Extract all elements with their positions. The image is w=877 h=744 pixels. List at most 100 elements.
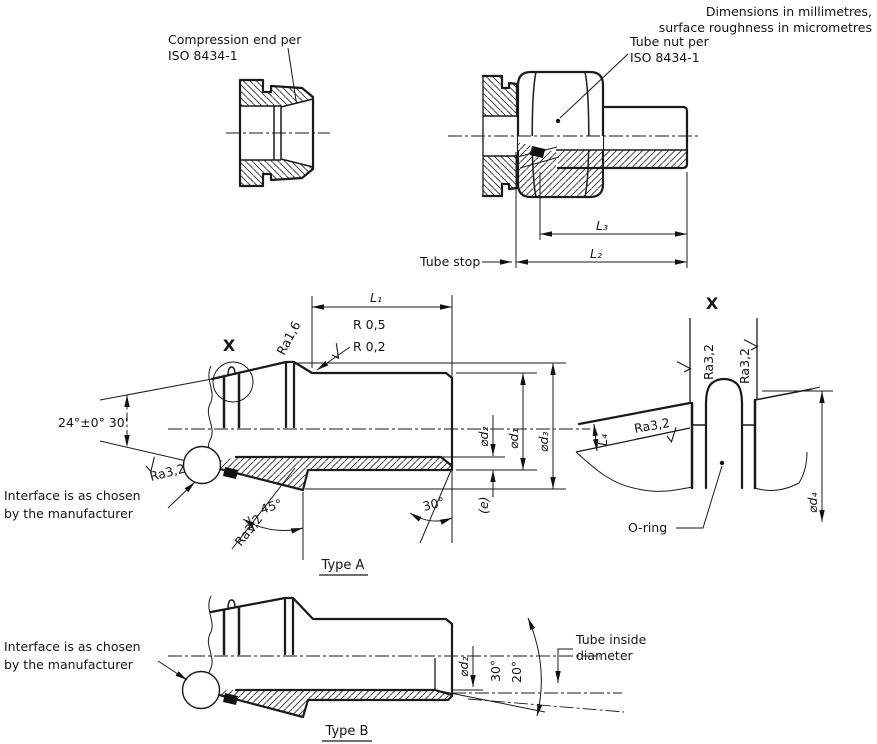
tube-inside-leader <box>555 648 573 683</box>
d4-dimension: ⌀d₄ <box>805 391 825 522</box>
fitting-bore-lines <box>483 115 517 157</box>
d2-dimension: ⌀d₂ <box>476 415 496 456</box>
detail-x-reference: X <box>223 336 236 355</box>
compression-end-label-1: Compression end per <box>168 32 302 47</box>
l1-dimension: L₁ <box>312 290 452 310</box>
tube-outline <box>556 105 689 170</box>
cone-angle-dimension: 24°±0° 30' <box>58 395 130 447</box>
nut-section-hatch <box>517 142 687 197</box>
radius-02-label: R 0,2 <box>353 339 386 354</box>
interface-note-1: Interface is as chosen <box>4 488 141 503</box>
section-hatch <box>204 690 452 717</box>
oring-groove-walls <box>222 372 241 429</box>
radius-leader <box>316 346 351 371</box>
interface-note-1: Interface is as chosen <box>4 639 141 654</box>
ra32-label: Ra3,2 <box>148 461 187 484</box>
note-line-2: surface roughness in micrometres <box>659 20 872 35</box>
tube-stop-label: Tube stop <box>419 254 480 269</box>
o-ring-outline <box>704 377 744 490</box>
cone-surface-line <box>577 401 692 426</box>
tube-nut-label-1: Tube nut per <box>629 34 710 49</box>
l4-dimension: L₄ <box>592 423 610 452</box>
note-line-1: Dimensions in millimetres, <box>706 4 872 19</box>
detail-x-title: X <box>706 294 719 313</box>
ra16-label: Ra1,6 <box>273 319 303 358</box>
ra32-label: Ra3,2 <box>737 348 752 384</box>
section-hatch <box>204 457 452 490</box>
body-outline <box>238 78 315 188</box>
internal-cone-line <box>434 689 546 713</box>
d3-dimension: ⌀d₃ <box>536 363 556 489</box>
leader-dot <box>555 118 561 124</box>
extension-lines <box>762 386 833 392</box>
cone-inner-line <box>575 427 691 453</box>
l1-label: L₁ <box>370 290 382 305</box>
leader-line <box>559 53 629 119</box>
compression-end-label-2: ISO 8434-1 <box>168 48 238 63</box>
tube-inside-axis-lines <box>452 692 625 713</box>
d2-label: ⌀d₂ <box>456 657 471 677</box>
ra32-label: Ra3,2 <box>633 415 671 436</box>
angle-45-label: 45° <box>258 496 284 517</box>
groove-walls <box>690 398 757 490</box>
roughness-icon <box>676 361 692 373</box>
tube-inside-label-1: Tube inside <box>575 632 647 647</box>
roughness-icon <box>327 342 345 361</box>
oring-groove-dome <box>227 599 236 610</box>
angle-arc <box>527 617 543 717</box>
radius-05-label: R 0,5 <box>353 317 386 332</box>
l4-label: L₄ <box>595 434 610 446</box>
leader-dot <box>719 460 725 466</box>
o-ring-label: O-ring <box>628 520 667 535</box>
interface-circle <box>181 670 221 710</box>
detail-callout-circle <box>212 361 254 403</box>
break-outline <box>575 451 808 492</box>
cone-angle-label: 24°±0° 30' <box>58 415 128 430</box>
type-b-title: Type B <box>325 724 369 739</box>
interface-circle <box>182 445 222 485</box>
tube-inside-label-2: diameter <box>576 648 634 663</box>
angle-30-label: 30° <box>421 494 446 514</box>
l3-label: L₃ <box>596 218 608 233</box>
interface-note-2: by the manufacturer <box>4 506 134 521</box>
dimension-line <box>592 423 599 452</box>
l2-label: L₂ <box>590 246 602 261</box>
groove-extension-walls <box>689 318 758 403</box>
interface-note-2: by the manufacturer <box>4 657 134 672</box>
angle-arc <box>409 512 453 525</box>
o-ring-leader <box>676 465 723 529</box>
tube-nut-label-2: ISO 8434-1 <box>630 50 700 65</box>
d1-label: ⌀d₁ <box>506 429 521 449</box>
e-dimension: (e) <box>476 470 496 514</box>
ra32-label: Ra3,2 <box>701 344 716 380</box>
chamfer-line <box>419 467 453 544</box>
e-label: (e) <box>476 497 491 514</box>
nut-bore-clear <box>518 136 603 150</box>
angle-30-label: 30° <box>488 660 503 682</box>
seal-ring <box>530 146 545 158</box>
fitting-hatch <box>483 76 517 196</box>
interface-leader <box>157 660 188 681</box>
interface-leader <box>167 481 196 509</box>
d4-label: ⌀d₄ <box>805 493 820 513</box>
l3-dimension: L₃ <box>540 218 687 237</box>
oring-groove-dome <box>227 366 236 377</box>
extension-lines <box>515 152 688 268</box>
angle-30-dimension: 30° <box>409 467 453 544</box>
compression-end-view: Compression end per ISO 8434-1 <box>168 32 330 188</box>
angle-arc <box>242 518 304 534</box>
body-outline <box>202 596 454 719</box>
d2-label: ⌀d₂ <box>476 427 491 447</box>
l2-dimension: L₂ <box>516 246 687 265</box>
angle-20-label: 20° <box>509 661 524 683</box>
detail-x-view: X Ra3,2 Ra3,2 L₄ Ra3,2 ⌀d₄ O-ring <box>575 294 833 535</box>
d3-label: ⌀d₃ <box>536 432 551 452</box>
chamfer-line <box>231 467 296 550</box>
oring-groove-walls <box>222 606 241 656</box>
tube-nut-view: Tube nut per ISO 8434-1 L₃ L₂ Tube stop <box>419 34 710 269</box>
type-b-view: ⌀d₂ 30° 20° Tube inside diameter Interfa… <box>4 595 647 742</box>
extension-lines-horizontal <box>296 362 566 490</box>
type-a-title: Type A <box>321 558 365 573</box>
